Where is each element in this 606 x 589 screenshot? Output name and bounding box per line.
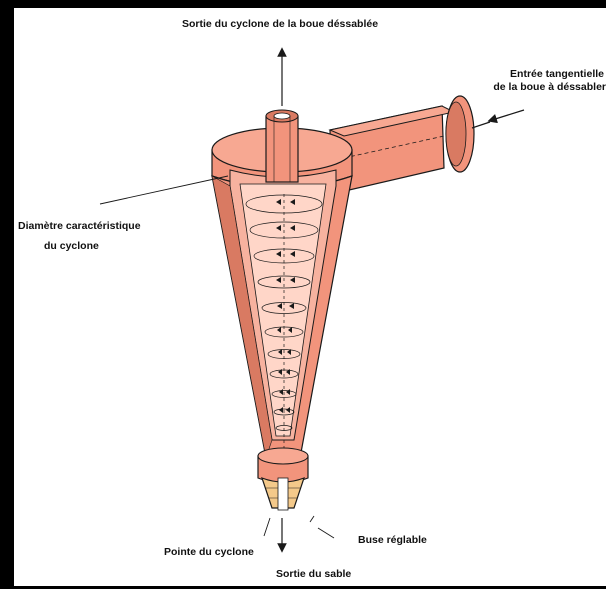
label-diameter-line2: du cyclone <box>44 240 99 253</box>
cyclone-outer-body <box>212 110 352 483</box>
apex-leader <box>264 518 270 536</box>
label-nozzle: Buse réglable <box>358 534 427 547</box>
diameter-leader <box>100 176 228 204</box>
inlet-arrow <box>492 110 524 120</box>
label-top-outlet: Sortie du cyclone de la boue déssablée <box>182 18 378 31</box>
label-sand-outlet: Sortie du sable <box>276 568 351 581</box>
nozzle-leader <box>318 528 334 538</box>
label-inlet-line1: Entrée tangentielle <box>484 68 604 81</box>
inlet-leader-solid <box>472 122 490 128</box>
hydrocyclone-illustration <box>14 8 606 586</box>
nozzle-leader-tip <box>310 516 314 522</box>
adjustable-nozzle <box>262 478 304 510</box>
diagram-figure: Sortie du cyclone de la boue déssablée E… <box>14 8 606 586</box>
label-diameter-line1: Diamètre caractéristique <box>18 220 141 233</box>
label-apex: Pointe du cyclone <box>164 546 254 559</box>
label-inlet-line2: de la boue à déssabler <box>468 81 606 94</box>
